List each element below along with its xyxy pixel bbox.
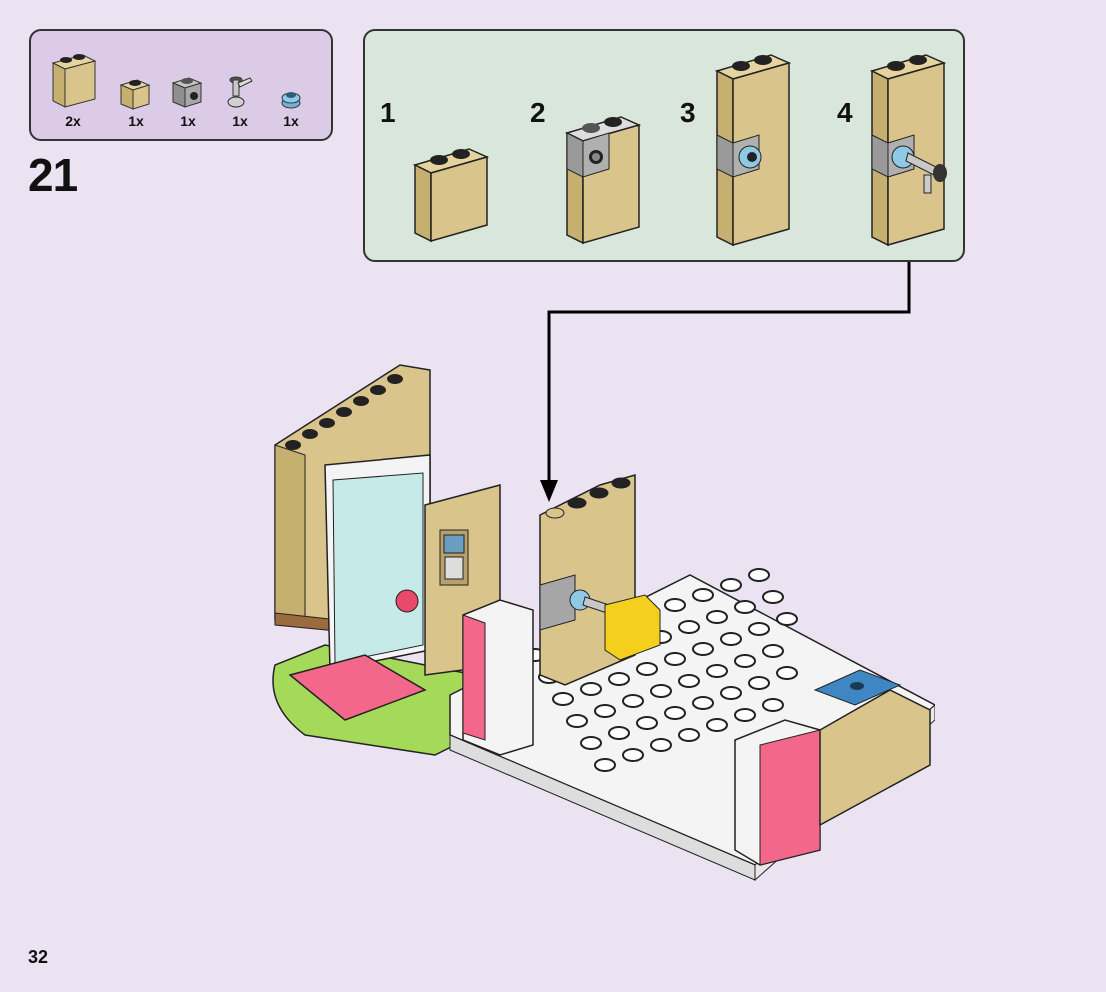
tan-studs [285, 374, 631, 519]
stud [622, 694, 644, 708]
stud [370, 385, 386, 395]
stud [594, 758, 616, 772]
arrow-head-icon [540, 480, 558, 502]
stud [678, 728, 700, 742]
trans-blue-round-plate-icon [281, 92, 301, 109]
part-item: 2x [49, 49, 97, 129]
part-quantity: 2x [65, 113, 81, 129]
part-item: 1x [119, 75, 153, 129]
stud [706, 664, 728, 678]
stud [692, 642, 714, 656]
part-quantity: 1x [283, 113, 299, 129]
callout-arrow [540, 262, 911, 502]
sub-step-4: 4 [815, 31, 965, 260]
sub-step-3: 3 [665, 31, 815, 260]
stud [776, 612, 798, 626]
stud [734, 654, 756, 668]
sub-step-number: 3 [680, 97, 696, 128]
step-number: 21 [28, 149, 78, 201]
stud [678, 620, 700, 634]
tan-brick-1x1-icon [119, 79, 151, 110]
stud [720, 632, 742, 646]
stud [302, 429, 318, 439]
parts-list-panel: 2x 1x 1x 1x [29, 29, 333, 141]
main-model-illustration [272, 364, 935, 882]
tan-brick-1x2x2-icon [51, 54, 97, 108]
stud [734, 600, 756, 614]
sub-assembly-callout: 1 2 3 4 [363, 29, 965, 262]
stud [650, 684, 672, 698]
stud [678, 674, 700, 688]
stud [762, 698, 784, 712]
stud [580, 682, 602, 696]
sub-step-number: 1 [380, 97, 396, 128]
stud [650, 738, 672, 752]
part-item: 1x [171, 73, 205, 129]
page-number: 32 [28, 947, 49, 967]
stud [611, 477, 631, 489]
sub-step-1: 1 [365, 31, 515, 260]
door-knob-icon [395, 589, 419, 613]
sub-step-number: 2 [530, 97, 546, 128]
tan-column-with-tap-icon [870, 54, 947, 247]
pink-doormat [288, 654, 427, 721]
stud [748, 622, 770, 636]
stud [636, 716, 658, 730]
stud [566, 714, 588, 728]
stud [552, 692, 574, 706]
stud [692, 588, 714, 602]
grey-tap-icon [227, 76, 253, 108]
stud [545, 507, 565, 519]
grey-brick-side-stud-icon [171, 77, 203, 108]
yellow-grille-brick [604, 594, 661, 661]
stud [748, 676, 770, 690]
stud [776, 666, 798, 680]
stud [664, 706, 686, 720]
sub-step-2: 2 [515, 31, 665, 260]
stud [608, 672, 630, 686]
tan-brick-assembly-icon [413, 148, 490, 243]
part-quantity: 1x [180, 113, 196, 129]
stud [285, 440, 301, 450]
part-item: 1x [224, 73, 256, 129]
part-quantity: 1x [128, 113, 144, 129]
part-item: 1x [279, 87, 303, 129]
stud [636, 662, 658, 676]
stud [720, 578, 742, 592]
stud [580, 736, 602, 750]
stud [353, 396, 369, 406]
tan-grey-brick-assembly-icon [565, 116, 642, 245]
stud [589, 487, 609, 499]
stud [762, 590, 784, 604]
glass-door[interactable] [332, 472, 424, 664]
stud [748, 568, 770, 582]
stud [706, 610, 728, 624]
stud [336, 407, 352, 417]
stud [734, 708, 756, 722]
stud [706, 718, 728, 732]
stud [594, 704, 616, 718]
stud [608, 726, 630, 740]
stud [319, 418, 335, 428]
stud [720, 686, 742, 700]
tan-column-with-plate-icon [715, 54, 792, 247]
part-quantity: 1x [232, 113, 248, 129]
sub-step-number: 4 [837, 97, 853, 128]
stud [567, 497, 587, 509]
stud [762, 644, 784, 658]
stud [664, 598, 686, 612]
stud [387, 374, 403, 384]
stud [692, 696, 714, 710]
stud [664, 652, 686, 666]
stud [622, 748, 644, 762]
